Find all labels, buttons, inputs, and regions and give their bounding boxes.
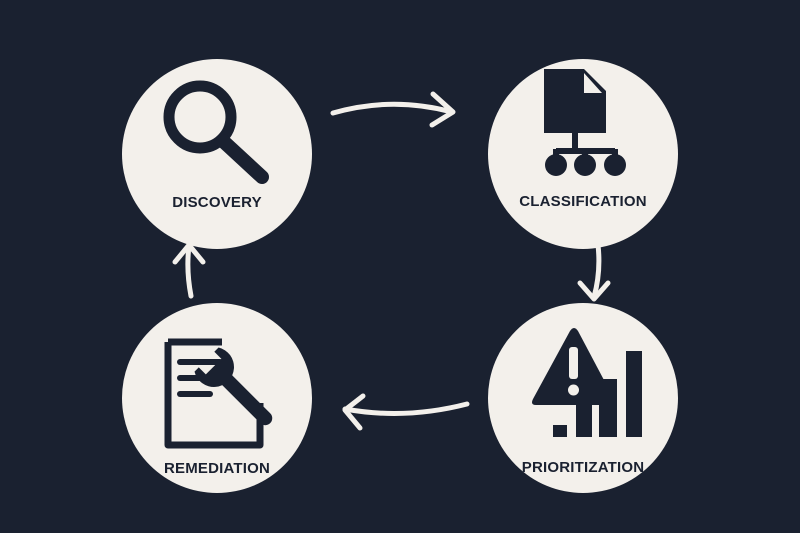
node-discovery: DISCOVERY <box>122 59 312 249</box>
node-prioritization: PRIORITIZATION <box>488 303 678 493</box>
arrow-remediation-to-discovery <box>172 242 206 299</box>
arrow-prioritization-to-remediation <box>342 393 470 431</box>
node-label-remediation: REMEDIATION <box>163 460 271 477</box>
node-label-prioritization: PRIORITIZATION <box>521 459 645 476</box>
node-label-classification: CLASSIFICATION <box>519 193 647 210</box>
magnifying-glass-icon <box>163 80 269 184</box>
checklist-wrench-icon <box>164 338 273 449</box>
node-classification: CLASSIFICATION <box>488 59 678 249</box>
document-hierarchy-icon <box>544 69 626 176</box>
arrow-classification-to-prioritization <box>577 242 611 302</box>
node-label-discovery: DISCOVERY <box>172 194 262 211</box>
warning-bar-chart-icon <box>532 328 642 437</box>
arrow-discovery-to-classification <box>330 91 456 128</box>
node-remediation: REMEDIATION <box>122 303 312 493</box>
